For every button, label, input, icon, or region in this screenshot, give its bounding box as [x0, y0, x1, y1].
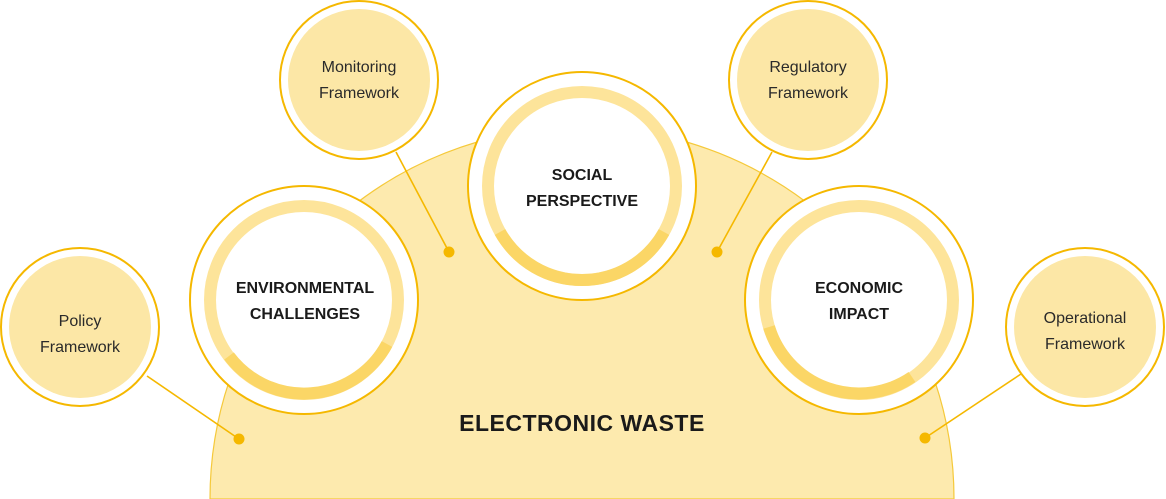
framework-regulatory: Regulatory Framework	[728, 0, 888, 160]
operational-label-line2: Framework	[1045, 336, 1126, 353]
dot-regulatory	[711, 246, 723, 258]
perspective-social: SOCIAL PERSPECTIVE	[467, 71, 697, 301]
environmental-label-line1: ENVIRONMENTAL	[236, 280, 375, 297]
connector-dots	[233, 246, 931, 445]
social-label-line2: PERSPECTIVE	[526, 193, 638, 210]
social-label-line1: SOCIAL	[552, 167, 613, 184]
framework-monitoring: Monitoring Framework	[279, 0, 439, 160]
connector-lines	[146, 151, 1022, 440]
connector-operational	[924, 373, 1022, 439]
connector-monitoring	[395, 151, 450, 253]
dot-policy	[233, 433, 245, 445]
perspective-environmental: ENVIRONMENTAL CHALLENGES	[189, 185, 419, 415]
center-title: ELECTRONIC WASTE	[459, 410, 705, 436]
regulatory-label-line2: Framework	[768, 85, 849, 102]
economic-label-line2: IMPACT	[829, 306, 889, 323]
monitoring-label-line2: Framework	[319, 85, 400, 102]
regulatory-label-line1: Regulatory	[769, 59, 846, 76]
economic-label-line1: ECONOMIC	[815, 280, 903, 297]
policy-label-line2: Framework	[40, 339, 121, 356]
framework-policy: Policy Framework	[0, 247, 160, 407]
connector-policy	[146, 375, 240, 440]
connector-regulatory	[716, 151, 773, 253]
framework-operational: Operational Framework	[1005, 247, 1165, 407]
perspective-economic: ECONOMIC IMPACT	[744, 185, 974, 415]
dot-operational	[919, 432, 931, 444]
policy-label-line1: Policy	[59, 313, 102, 330]
environmental-label-line2: CHALLENGES	[250, 306, 361, 323]
monitoring-label-line1: Monitoring	[322, 59, 397, 76]
dot-monitoring	[443, 246, 455, 258]
operational-label-line1: Operational	[1044, 310, 1127, 327]
